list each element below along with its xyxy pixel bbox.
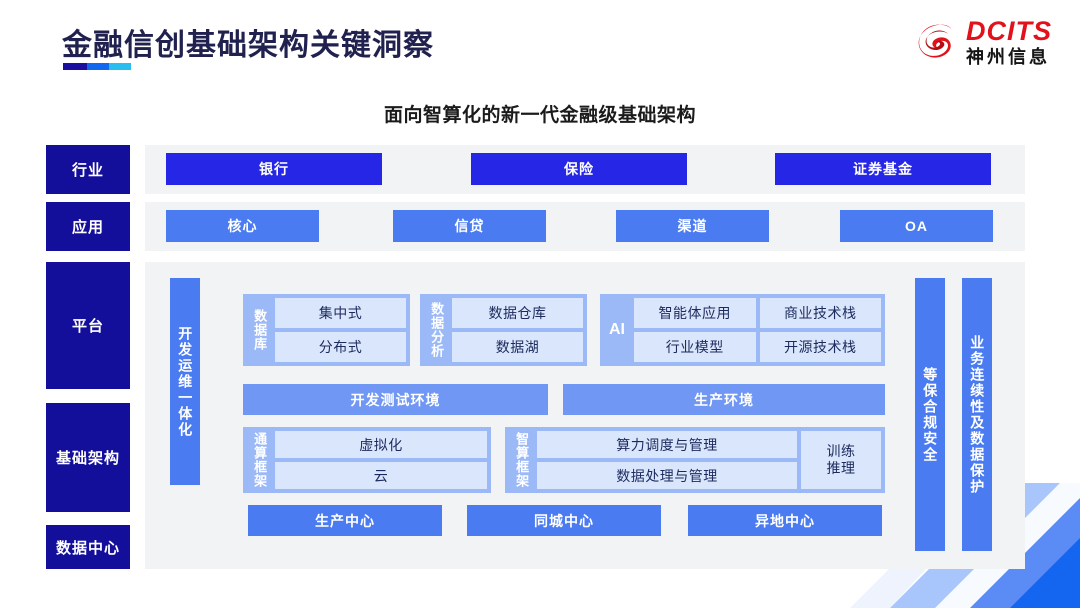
group-general-compute-title: 通算框架 (252, 432, 268, 488)
env-bar-dev-test[interactable]: 开发测试环境 (243, 384, 548, 415)
cell-data-processing[interactable]: 数据处理与管理 (537, 462, 797, 489)
env-bar-production[interactable]: 生产环境 (563, 384, 885, 415)
cell-training-inference[interactable]: 训练 推理 (801, 431, 881, 489)
cell-agent-application[interactable]: 智能体应用 (634, 298, 756, 328)
group-general-compute-framework: 通算框架 虚拟化 云 (243, 427, 491, 493)
cell-commercial-tech-stack[interactable]: 商业技术栈 (759, 298, 881, 328)
group-database-title: 数据库 (252, 309, 268, 351)
cell-opensource-tech-stack[interactable]: 开源技术栈 (759, 332, 881, 362)
row-label-platform: 平台 (46, 262, 130, 389)
cell-industry-model[interactable]: 行业模型 (634, 332, 756, 362)
application-chip-oa[interactable]: OA (840, 210, 993, 242)
application-chip-core[interactable]: 核心 (166, 210, 319, 242)
application-chip-channel[interactable]: 渠道 (616, 210, 769, 242)
vertical-bar-business-continuity: 业务连续性及数据保护 (962, 278, 992, 551)
cell-compute-scheduling[interactable]: 算力调度与管理 (537, 431, 797, 458)
row-label-data-center: 数据中心 (46, 525, 130, 569)
title-underline-segment-1 (63, 63, 87, 70)
page-title: 金融信创基础架构关键洞察 (62, 29, 434, 62)
dcits-swirl-icon (918, 24, 953, 58)
title-underline-segment-2 (87, 63, 109, 70)
row-label-infrastructure: 基础架构 (46, 403, 130, 512)
group-data-analysis: 数据分析 数据仓库 数据湖 (420, 294, 587, 366)
group-database: 数据库 集中式 分布式 (243, 294, 410, 366)
cell-cloud[interactable]: 云 (275, 462, 487, 489)
cell-distributed[interactable]: 分布式 (275, 332, 406, 362)
vertical-bar-devops: 开发运维一体化 (170, 278, 200, 485)
cell-data-warehouse[interactable]: 数据仓库 (452, 298, 583, 328)
diagram-subtitle: 面向智算化的新一代金融级基础架构 (383, 105, 696, 126)
center-same-city[interactable]: 同城中心 (467, 505, 661, 536)
title-underline-segment-3 (109, 63, 131, 70)
application-chip-credit[interactable]: 信贷 (393, 210, 546, 242)
row-label-industry: 行业 (46, 145, 130, 194)
logo-brand-cn: 神州信息 (966, 47, 1050, 67)
logo-brand-en: DCITS (966, 16, 1052, 46)
cell-centralized[interactable]: 集中式 (275, 298, 406, 328)
industry-chip-bank[interactable]: 银行 (166, 153, 382, 185)
group-intelligent-compute-framework: 智算框架 算力调度与管理 数据处理与管理 训练 推理 (505, 427, 885, 493)
row-label-application: 应用 (46, 202, 130, 251)
group-data-analysis-title: 数据分析 (429, 302, 445, 358)
title-underline (63, 63, 131, 70)
center-remote[interactable]: 异地中心 (688, 505, 882, 536)
industry-chip-insurance[interactable]: 保险 (471, 153, 687, 185)
cell-data-lake[interactable]: 数据湖 (452, 332, 583, 362)
group-ai-title: AI (609, 321, 625, 339)
industry-chip-securities-fund[interactable]: 证券基金 (775, 153, 991, 185)
center-production[interactable]: 生产中心 (248, 505, 442, 536)
company-logo: DCITS 神州信息 (915, 18, 1052, 66)
group-ai: AI 智能体应用 商业技术栈 行业模型 开源技术栈 (600, 294, 885, 366)
group-intelligent-compute-title: 智算框架 (514, 432, 530, 488)
cell-virtualization[interactable]: 虚拟化 (275, 431, 487, 458)
vertical-bar-security-compliance: 等保合规安全 (915, 278, 945, 551)
